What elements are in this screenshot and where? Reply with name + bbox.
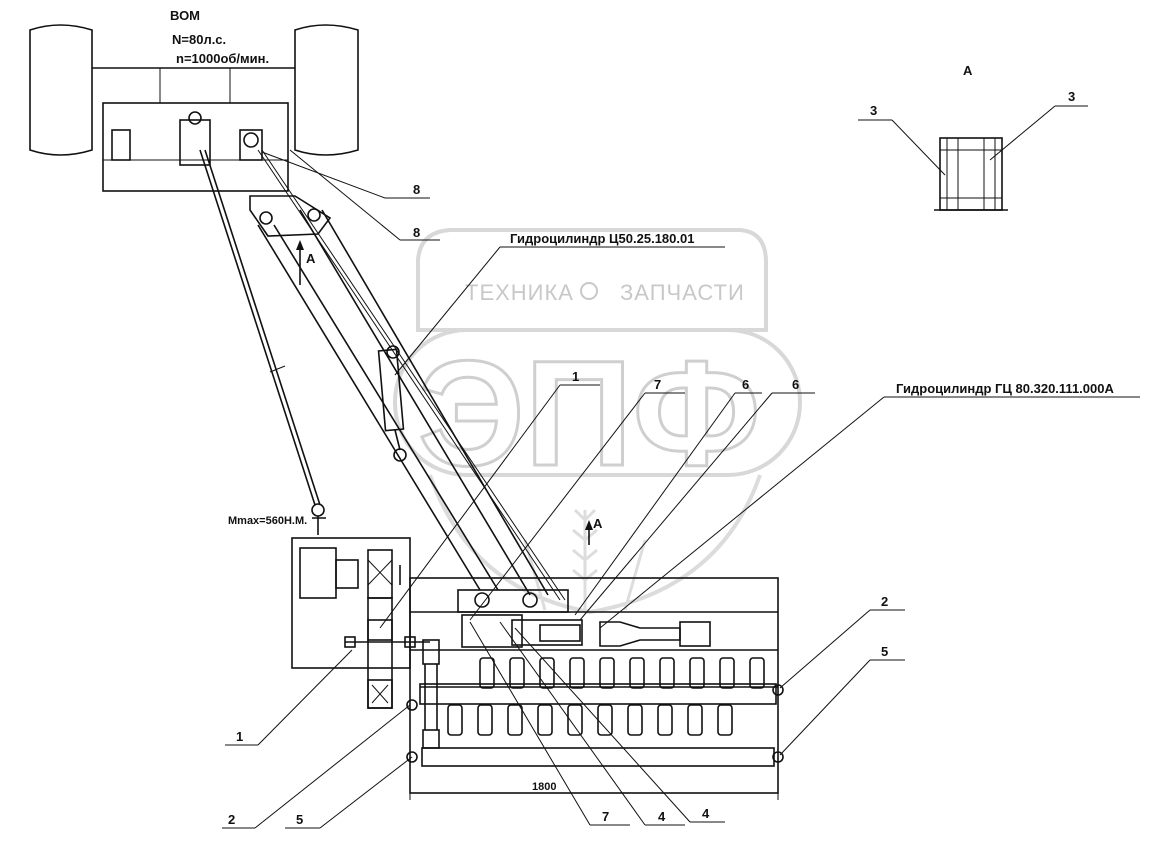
tractor-wheels — [29, 24, 359, 156]
right-cylinder-label: Гидроцилиндр ГЦ 80.320.111.000А — [896, 381, 1114, 396]
chain-drive — [422, 639, 440, 749]
watermark-logo: ЭПФ — [418, 329, 761, 497]
callout-1-bottom: 1 — [236, 729, 243, 744]
view-a-arrow: А — [296, 240, 316, 285]
dimension-1800: 1800 — [409, 775, 779, 800]
callout-4a: 4 — [658, 809, 666, 824]
callout-7-top: 7 — [654, 377, 661, 392]
callout-6b: 6 — [792, 377, 799, 392]
view-a-arrow-center: А — [585, 516, 603, 545]
tractor-hitch — [102, 68, 332, 237]
view-detail-callout-right: 3 — [1068, 89, 1075, 104]
view-detail-callout-left: 3 — [870, 103, 877, 118]
gear-icon — [580, 282, 598, 300]
upper-cylinder-label: Гидроцилиндр Ц50.25.180.01 — [510, 231, 694, 246]
callout-8a: 8 — [413, 182, 420, 197]
pto-title: ВОМ — [170, 8, 200, 23]
link-arms — [257, 149, 566, 601]
callout-5-bottom: 5 — [296, 812, 303, 827]
watermark-text-left: ТЕХНИКА — [465, 280, 574, 305]
callouts-right: 2 5 — [779, 594, 905, 756]
upper-hydraulic-cylinder — [377, 345, 407, 462]
wheat-icon — [523, 508, 647, 611]
cardan-shaft — [199, 149, 326, 535]
watermark: ТЕХНИКА ЗАПЧАСТИ ЭПФ — [393, 228, 802, 615]
view-a-label: А — [306, 251, 316, 266]
upper-cylinder-callout: Гидроцилиндр Ц50.25.180.01 — [394, 231, 725, 376]
dimension-label: 1800 — [532, 781, 556, 793]
torque-label: Mmax=560Н.М. — [228, 515, 307, 527]
pto-speed: n=1000об/мин. — [176, 51, 269, 66]
callout-4b: 4 — [702, 806, 710, 821]
view-a-center-label: А — [593, 516, 603, 531]
callout-7-bottom: 7 — [602, 809, 609, 824]
rotor-lower — [419, 683, 777, 736]
callouts-center: 1 7 6 6 Гидроцилиндр ГЦ 80.320.111.000А — [379, 369, 1140, 629]
callouts-bottom: 1 2 5 7 4 4 — [222, 621, 725, 829]
rear-roller — [406, 684, 784, 767]
callout-6a: 6 — [742, 377, 749, 392]
gearbox: Mmax=560Н.М. — [228, 515, 430, 709]
pto-power: N=80л.с. — [172, 32, 226, 47]
callout-2-bottom: 2 — [228, 812, 235, 827]
callout-8: 8 8 — [261, 149, 440, 241]
callout-2-right: 2 — [881, 594, 888, 609]
callout-8b: 8 — [413, 225, 420, 240]
callout-1-top: 1 — [572, 369, 579, 384]
view-detail-title: А — [963, 63, 973, 78]
callout-5-right: 5 — [881, 644, 888, 659]
watermark-text-right: ЗАПЧАСТИ — [620, 280, 745, 305]
view-a-detail: А 3 3 — [858, 63, 1088, 211]
implement-frame — [409, 577, 779, 794]
rotor-upper — [420, 657, 778, 689]
